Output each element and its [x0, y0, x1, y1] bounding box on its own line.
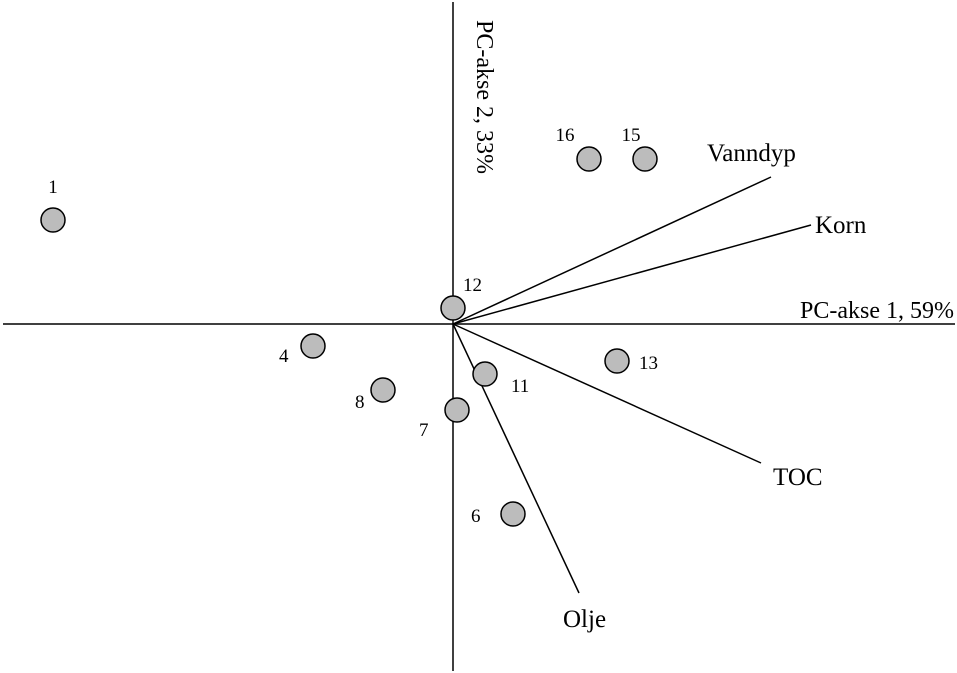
loading-label-vanndyp: Vanndyp [707, 140, 796, 167]
x-axis-title: PC-akse 1, 59% [800, 298, 954, 324]
y-axis-title: PC-akse 2, 33% [471, 20, 497, 174]
loading-label-korn: Korn [815, 212, 867, 239]
sample-label-15: 15 [622, 125, 641, 146]
loading-vector-olje [452, 323, 580, 594]
sample-point-16 [576, 146, 602, 172]
sample-label-13: 13 [639, 353, 658, 374]
sample-point-15 [632, 146, 658, 172]
sample-point-7 [444, 397, 470, 423]
sample-point-12 [440, 295, 466, 321]
sample-label-16: 16 [556, 125, 575, 146]
sample-label-11: 11 [511, 376, 529, 397]
sample-point-11 [472, 361, 498, 387]
loading-vector-toc [452, 323, 762, 464]
loading-vector-vanndyp [452, 176, 772, 325]
sample-label-4: 4 [279, 346, 289, 367]
sample-label-7: 7 [419, 420, 429, 441]
sample-label-6: 6 [471, 506, 481, 527]
loading-label-toc: TOC [773, 464, 823, 491]
sample-label-8: 8 [355, 392, 365, 413]
sample-point-13 [604, 348, 630, 374]
sample-point-4 [300, 333, 326, 359]
sample-points: 1 16 15 12 4 8 7 11 13 6 [40, 125, 658, 527]
sample-label-12: 12 [463, 275, 482, 296]
loading-label-olje: Olje [563, 606, 606, 633]
sample-point-6 [500, 501, 526, 527]
sample-point-8 [370, 377, 396, 403]
sample-point-1 [40, 207, 66, 233]
loading-vector-korn [452, 224, 812, 325]
sample-label-1: 1 [48, 177, 58, 198]
